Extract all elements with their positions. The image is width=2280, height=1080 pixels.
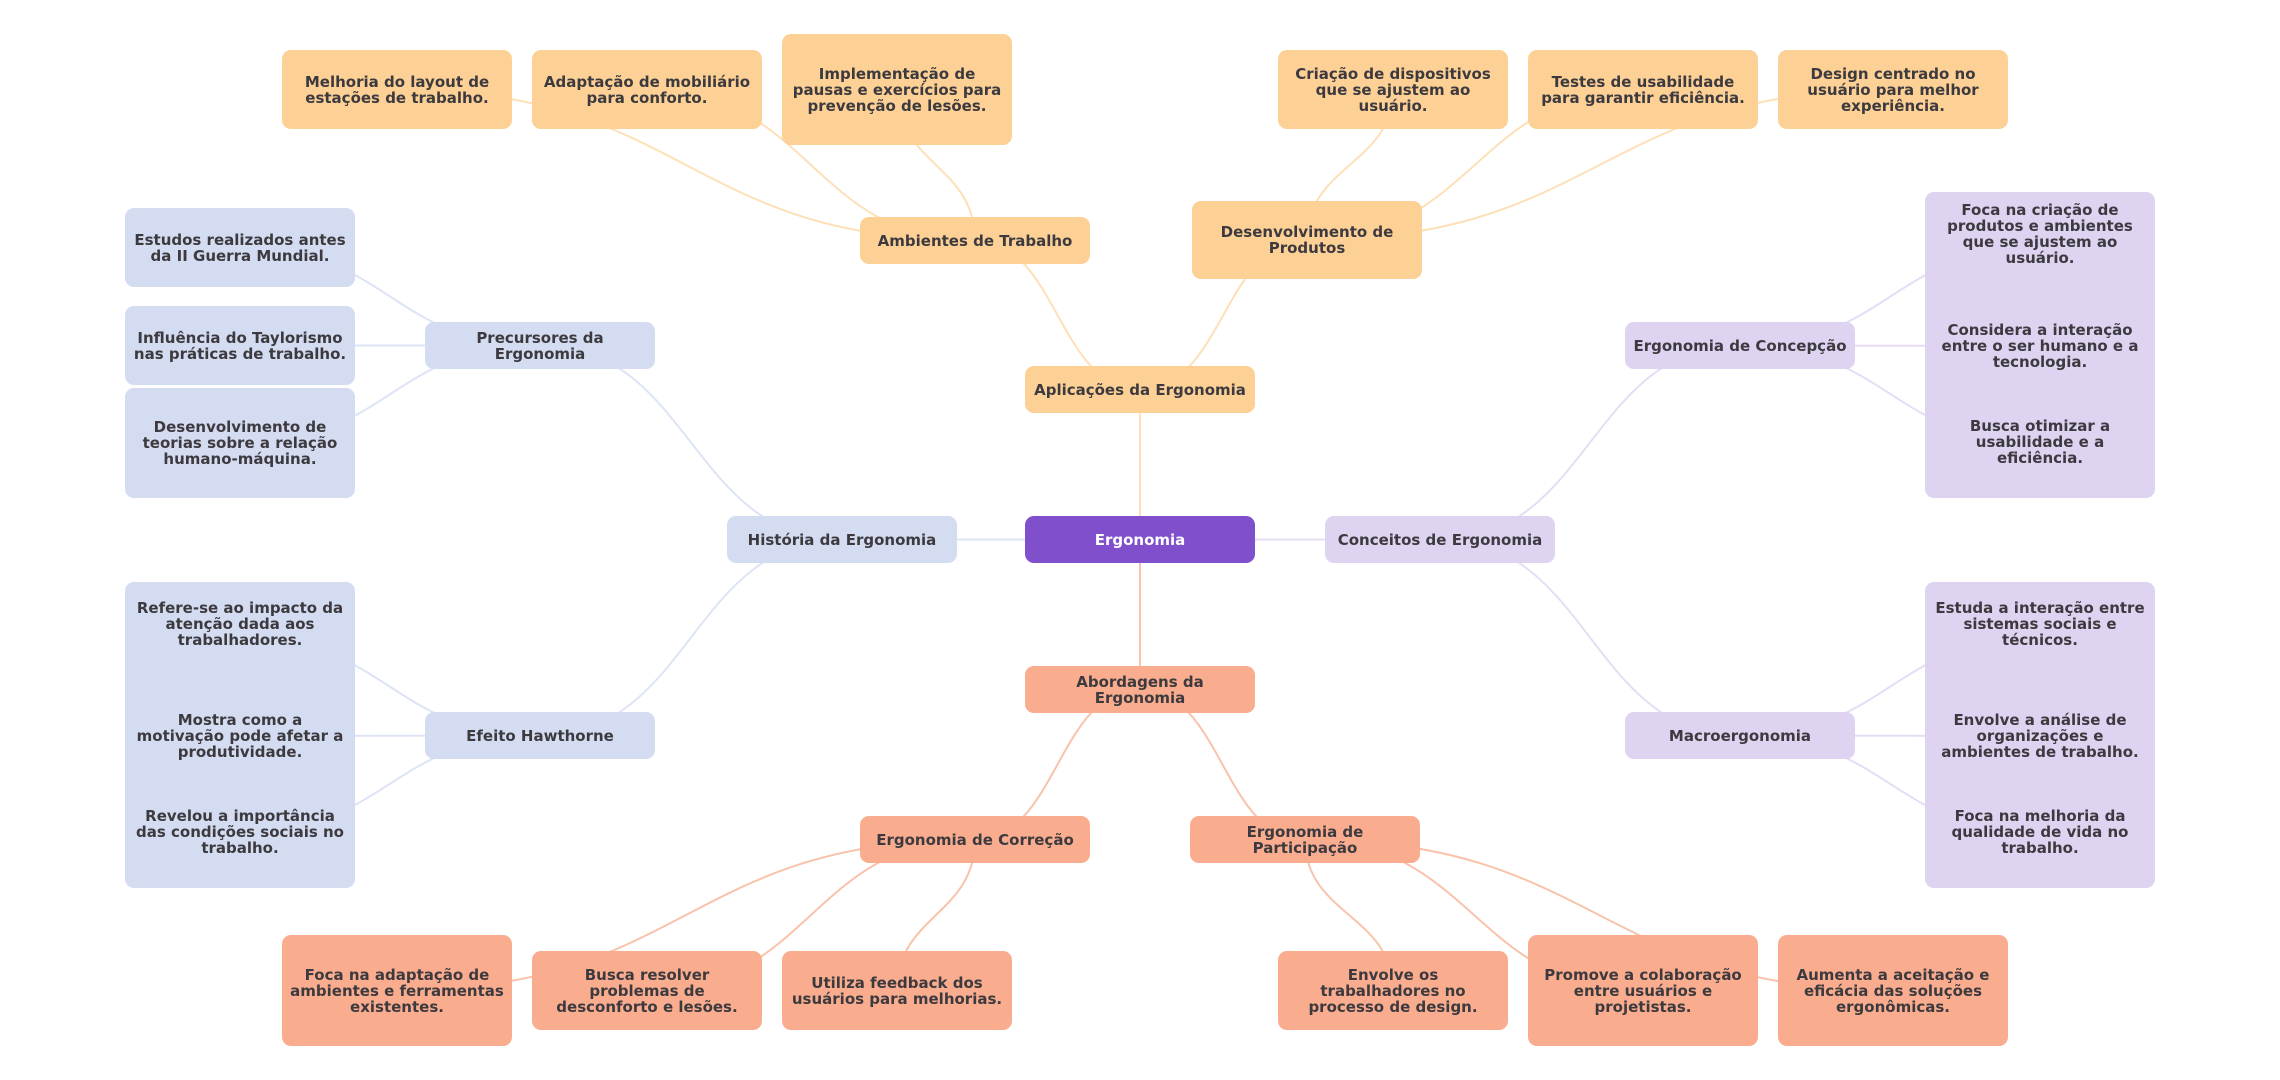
topic-precursores[interactable]: Precursores da Ergonomia xyxy=(425,322,655,369)
leaf-node[interactable]: Considera a interação entre o ser humano… xyxy=(1925,290,2155,402)
leaf-node[interactable]: Estudos realizados antes da II Guerra Mu… xyxy=(125,208,355,287)
leaf-label: Desenvolvimento de teorias sobre a relaç… xyxy=(142,418,338,468)
leaf-node[interactable]: Foca na melhoria da qualidade de vida no… xyxy=(1925,776,2155,888)
leaf-node[interactable]: Mostra como a motivação pode afetar a pr… xyxy=(125,680,355,792)
leaf-node[interactable]: Aumenta a aceitação e eficácia das soluç… xyxy=(1778,935,2008,1046)
leaf-label: Adaptação de mobiliário para conforto. xyxy=(543,72,751,107)
leaf-node[interactable]: Design centrado no usuário para melhor e… xyxy=(1778,50,2008,129)
leaf-label: Mostra como a motivação pode afetar a pr… xyxy=(136,711,344,761)
leaf-label: Foca na criação de produtos e ambientes … xyxy=(1947,201,2133,267)
leaf-node[interactable]: Promove a colaboração entre usuários e p… xyxy=(1528,935,1758,1046)
leaf-label: Foca na melhoria da qualidade de vida no… xyxy=(1951,807,2129,857)
leaf-label: Utiliza feedback dos usuários para melho… xyxy=(791,973,1003,1008)
connector-line xyxy=(1439,538,1741,737)
topic-label: Ergonomia de Correção xyxy=(876,830,1074,849)
topic-desenvolvimento-produtos[interactable]: Desenvolvimento de Produtos xyxy=(1192,201,1422,279)
branch-label: Conceitos de Ergonomia xyxy=(1337,530,1543,549)
root-label: Ergonomia xyxy=(1094,530,1186,549)
branch-label: Aplicações da Ergonomia xyxy=(1034,380,1246,399)
topic-label: Ergonomia de Concepção xyxy=(1633,336,1847,355)
leaf-node[interactable]: Influência do Taylorismo nas práticas de… xyxy=(125,306,355,385)
branch-historia[interactable]: História da Ergonomia xyxy=(727,516,957,563)
root-node[interactable]: Ergonomia xyxy=(1025,516,1255,563)
topic-label: Ambientes de Trabalho xyxy=(877,231,1073,250)
topic-label: Efeito Hawthorne xyxy=(466,726,614,745)
leaf-node[interactable]: Estuda a interação entre sistemas sociai… xyxy=(1925,582,2155,694)
connector-line xyxy=(539,538,843,737)
leaf-label: Estuda a interação entre sistemas sociai… xyxy=(1935,599,2145,649)
leaf-node[interactable]: Adaptação de mobiliário para conforto. xyxy=(532,50,762,129)
branch-conceitos[interactable]: Conceitos de Ergonomia xyxy=(1325,516,1555,563)
leaf-node[interactable]: Implementação de pausas e exercícios par… xyxy=(782,34,1012,145)
leaf-node[interactable]: Melhoria do layout de estações de trabal… xyxy=(282,50,512,129)
leaf-node[interactable]: Criação de dispositivos que se ajustem a… xyxy=(1278,50,1508,129)
branch-label: Abordagens da Ergonomia xyxy=(1076,672,1204,707)
branch-abordagens[interactable]: Abordagens da Ergonomia xyxy=(1025,666,1255,713)
topic-label: Desenvolvimento de Produtos xyxy=(1220,223,1394,257)
leaf-label: Refere-se ao impacto da atenção dada aos… xyxy=(136,599,344,649)
leaf-node[interactable]: Revelou a importância das condições soci… xyxy=(125,776,355,888)
topic-label: Macroergonomia xyxy=(1668,726,1812,745)
leaf-label: Promove a colaboração entre usuários e p… xyxy=(1544,965,1742,1016)
leaf-label: Implementação de pausas e exercícios par… xyxy=(792,64,1002,115)
branch-label: História da Ergonomia xyxy=(747,530,937,549)
leaf-label: Design centrado no usuário para melhor e… xyxy=(1807,64,1979,115)
leaf-label: Revelou a importância das condições soci… xyxy=(136,807,344,857)
leaf-node[interactable]: Testes de usabilidade para garantir efic… xyxy=(1528,50,1758,129)
leaf-label: Busca resolver problemas de desconforto … xyxy=(556,965,738,1016)
leaf-label: Busca otimizar a usabilidade e a eficiên… xyxy=(1969,417,2111,467)
leaf-node[interactable]: Busca otimizar a usabilidade e a eficiên… xyxy=(1925,386,2155,498)
leaf-node[interactable]: Envolve os trabalhadores no processo de … xyxy=(1278,951,1508,1030)
topic-ambientes-trabalho[interactable]: Ambientes de Trabalho xyxy=(860,217,1090,264)
leaf-node[interactable]: Envolve a análise de organizações e ambi… xyxy=(1925,680,2155,792)
leaf-label: Envolve os trabalhadores no processo de … xyxy=(1308,965,1478,1016)
connector-line xyxy=(1439,344,1741,541)
branch-aplicacoes[interactable]: Aplicações da Ergonomia xyxy=(1025,366,1255,413)
topic-label: Ergonomia de Participação xyxy=(1246,822,1364,857)
leaf-label: Estudos realizados antes da II Guerra Mu… xyxy=(134,230,346,265)
leaf-label: Aumenta a aceitação e eficácia das soluç… xyxy=(1796,965,1990,1016)
connector-line xyxy=(539,344,843,541)
topic-label: Precursores da Ergonomia xyxy=(476,328,604,363)
leaf-node[interactable]: Busca resolver problemas de desconforto … xyxy=(532,951,762,1030)
topic-macroergonomia[interactable]: Macroergonomia xyxy=(1625,712,1855,759)
leaf-label: Envolve a análise de organizações e ambi… xyxy=(1941,711,2139,761)
leaf-label: Criação de dispositivos que se ajustem a… xyxy=(1295,64,1491,115)
leaf-node[interactable]: Foca na criação de produtos e ambientes … xyxy=(1925,192,2155,304)
leaf-node[interactable]: Utiliza feedback dos usuários para melho… xyxy=(782,951,1012,1030)
topic-ergonomia-participacao[interactable]: Ergonomia de Participação xyxy=(1190,816,1420,863)
leaf-node[interactable]: Desenvolvimento de teorias sobre a relaç… xyxy=(125,388,355,498)
leaf-node[interactable]: Refere-se ao impacto da atenção dada aos… xyxy=(125,582,355,694)
leaf-label: Considera a interação entre o ser humano… xyxy=(1941,321,2139,371)
leaf-label: Melhoria do layout de estações de trabal… xyxy=(304,72,490,107)
leaf-label: Foca na adaptação de ambientes e ferrame… xyxy=(290,965,504,1016)
topic-efeito-hawthorne[interactable]: Efeito Hawthorne xyxy=(425,712,655,759)
topic-ergonomia-concepcao[interactable]: Ergonomia de Concepção xyxy=(1625,322,1855,369)
leaf-label: Influência do Taylorismo nas práticas de… xyxy=(133,328,347,363)
leaf-node[interactable]: Foca na adaptação de ambientes e ferrame… xyxy=(282,935,512,1046)
leaf-label: Testes de usabilidade para garantir efic… xyxy=(1541,72,1745,107)
topic-ergonomia-correcao[interactable]: Ergonomia de Correção xyxy=(860,816,1090,863)
